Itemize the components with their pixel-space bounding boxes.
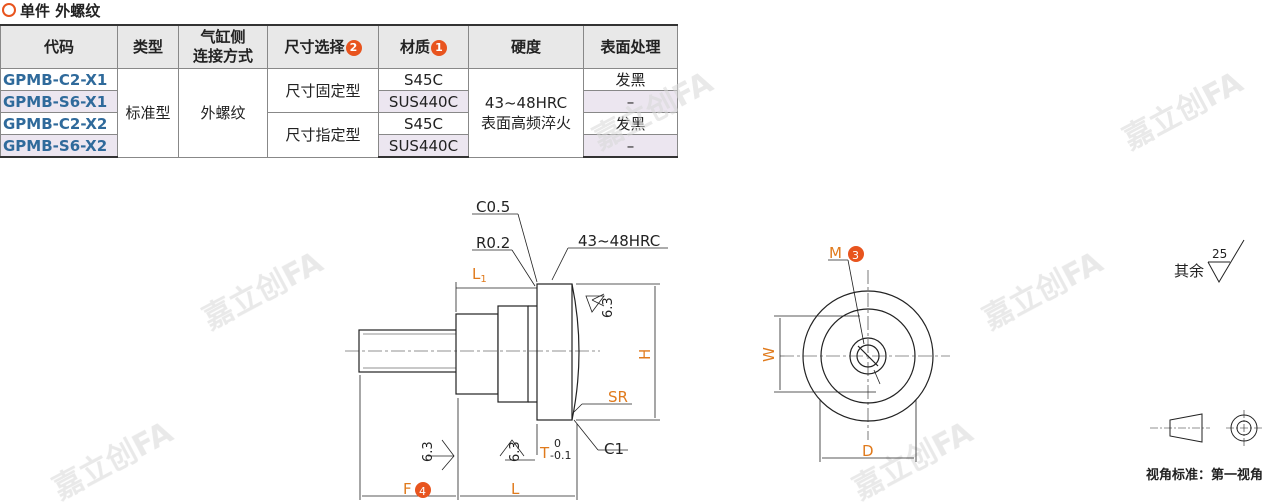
section-title-text: 单件 外螺纹 bbox=[20, 1, 101, 20]
roughness-label-2: 6.3 bbox=[421, 441, 436, 462]
badge-3-icon: 3 bbox=[848, 246, 864, 262]
l-label: L bbox=[511, 480, 520, 498]
code-cell[interactable]: GPMB-C2-X2 bbox=[0, 112, 118, 135]
connection-cell: 外螺纹 bbox=[178, 68, 268, 158]
d-label: D bbox=[862, 442, 874, 460]
material-cell: S45C bbox=[378, 112, 469, 135]
svg-text:3: 3 bbox=[852, 249, 859, 262]
t-upper-tolerance: 0 bbox=[554, 437, 561, 450]
h-label: H bbox=[636, 349, 654, 360]
surface-roughness-note: 其余 25 bbox=[1174, 239, 1245, 284]
m-label: M bbox=[829, 244, 842, 262]
t-label: T bbox=[539, 444, 550, 462]
f-label: F bbox=[403, 480, 412, 498]
circle-bullet-icon bbox=[2, 3, 16, 17]
roughness-label: 6.3 bbox=[601, 297, 616, 318]
svg-text:嘉立创FA: 嘉立创FA bbox=[977, 245, 1109, 337]
surface-cell: – bbox=[583, 134, 678, 158]
material-cell: SUS440C bbox=[378, 90, 469, 113]
first-angle-projection-icon bbox=[1150, 410, 1262, 446]
l1-label: L1 bbox=[472, 265, 487, 285]
roughness-label-3: 6.3 bbox=[508, 441, 523, 462]
svg-text:嘉立创FA: 嘉立创FA bbox=[47, 415, 179, 504]
rest-roughness-value: 25 bbox=[1212, 247, 1227, 261]
front-labels: M W D bbox=[760, 244, 874, 460]
material-cell: SUS440C bbox=[378, 134, 469, 158]
badge-1-icon: 1 bbox=[431, 39, 447, 56]
table-row: GPMB-S6-X2 SUS440C – bbox=[0, 134, 678, 158]
badge-4-icon: 4 bbox=[415, 482, 431, 498]
radius-label: R0.2 bbox=[476, 234, 510, 252]
hardness-label: 43~48HRC bbox=[578, 232, 660, 250]
front-view bbox=[780, 270, 950, 440]
table-row: GPMB-S6-X1 SUS440C – bbox=[0, 90, 678, 113]
sr-label: SR bbox=[608, 388, 628, 406]
surface-cell: – bbox=[583, 90, 678, 113]
side-view bbox=[345, 283, 600, 421]
t-lower-tolerance: -0.1 bbox=[550, 449, 571, 462]
code-cell[interactable]: GPMB-S6-X2 bbox=[0, 134, 118, 158]
svg-text:嘉立创FA: 嘉立创FA bbox=[197, 245, 329, 337]
c1-label: C1 bbox=[604, 440, 624, 458]
svg-text:嘉立创FA: 嘉立创FA bbox=[1117, 65, 1249, 157]
surface-cell: 发黑 bbox=[583, 112, 678, 135]
w-label: W bbox=[760, 347, 778, 362]
code-cell[interactable]: GPMB-S6-X1 bbox=[0, 90, 118, 113]
svg-text:4: 4 bbox=[419, 485, 426, 498]
view-standard-label: 视角标准：第一视角 bbox=[1146, 467, 1263, 483]
section-title: 单件 外螺纹 bbox=[2, 0, 100, 20]
side-labels: C0.5 R0.2 43~48HRC L1 6.3 H SR C1 6.3 6.… bbox=[403, 198, 660, 498]
badge-2-icon: 2 bbox=[345, 39, 362, 56]
chamfer-label: C0.5 bbox=[476, 198, 510, 216]
header-code: 代码 bbox=[0, 24, 118, 69]
header-hardness: 硬度 bbox=[468, 24, 584, 69]
header-type: 类型 bbox=[117, 24, 179, 69]
size-cell: 尺寸固定型 bbox=[267, 68, 379, 113]
svg-text:嘉立创FA: 嘉立创FA bbox=[587, 65, 719, 157]
dimensions-side bbox=[359, 213, 668, 500]
dimensions-front bbox=[774, 259, 917, 462]
size-cell: 尺寸指定型 bbox=[267, 112, 379, 158]
rest-label: 其余 bbox=[1174, 262, 1204, 280]
header-connection: 气缸侧连接方式 bbox=[178, 24, 268, 69]
table-row: GPMB-C2-X2 尺寸指定型 S45C 发黑 bbox=[0, 112, 678, 158]
header-surface: 表面处理 bbox=[583, 24, 678, 69]
